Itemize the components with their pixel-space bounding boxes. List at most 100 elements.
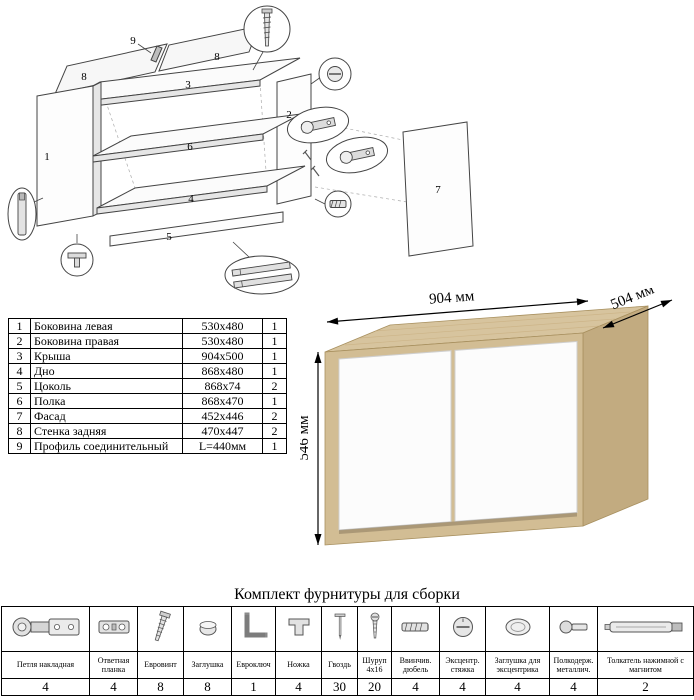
part-size: 868x480 [182, 363, 263, 379]
foot-callout-icon [60, 234, 94, 277]
part-qty: 2 [262, 378, 287, 394]
hinge-callout-icon [286, 106, 350, 144]
part-label-8a: 8 [81, 71, 87, 83]
shelf-panel [92, 113, 302, 157]
hardware-qty: 1 [231, 678, 276, 696]
part-size: 868x74 [182, 378, 263, 394]
parts-table: 1 Боковина левая 530x480 1 2 Боковина пр… [8, 318, 287, 454]
push-latch-icon [597, 606, 694, 652]
cabinet-render: 904 мм 504 мм 546 мм [296, 281, 694, 575]
hinge-icon [1, 606, 90, 652]
part-name: Фасад [30, 408, 183, 424]
table-row: 9 Профиль соединительный L=440мм 1 [8, 438, 287, 454]
part-label-5: 5 [166, 231, 172, 243]
dowel-callout-icon [314, 190, 352, 218]
cam-cap-icon [485, 606, 550, 652]
part-qty: 2 [262, 423, 287, 439]
strike-plate-icon [89, 606, 138, 652]
hardware-qty: 4 [485, 678, 550, 696]
cap-icon [183, 606, 232, 652]
confirmat-screw-icon [137, 606, 184, 652]
hardware-label: Полкодерж. металлич. [549, 651, 598, 679]
table-row: 8 Стенка задняя 470x447 2 [8, 423, 287, 439]
table-row: 3 Крыша 904x500 1 [8, 348, 287, 364]
door-panel [402, 121, 474, 257]
table-row: 6 Полка 868x470 1 [8, 393, 287, 409]
cabinet-drawing: 904 мм 504 мм 546 мм [296, 281, 673, 546]
part-number: 6 [8, 393, 31, 409]
part-size: 452x446 [182, 408, 263, 424]
hardware-label: Ввинчив. дюбель [391, 651, 440, 679]
part-name: Боковина правая [30, 333, 183, 349]
part-label-8b: 8 [214, 51, 220, 63]
cabinet-left-door [338, 350, 452, 531]
part-number: 3 [8, 348, 31, 364]
hardware-label: Евровинт [137, 651, 184, 679]
screw-dowel-icon [391, 606, 440, 652]
part-name: Полка [30, 393, 183, 409]
push-latch-callout-icon [7, 187, 44, 241]
table-row: 1 Боковина левая 530x480 1 [8, 318, 287, 334]
part-name: Дно [30, 363, 183, 379]
connecting-profile [150, 45, 163, 63]
part-qty: 1 [262, 363, 287, 379]
hardware-qty: 8 [183, 678, 232, 696]
hardware-qty: 20 [357, 678, 392, 696]
part-label-6: 6 [187, 141, 193, 153]
part-number: 9 [8, 438, 31, 454]
hardware-icons-row [1, 606, 694, 652]
confirmat-callout-icon [243, 5, 291, 71]
hardware-labels-row: Петля накладная Ответная планка Евровинт… [1, 651, 694, 679]
shelf-pin-icon [549, 606, 598, 652]
plinth-panel [109, 211, 284, 247]
height-dimension: 546 мм [296, 352, 322, 545]
part-size: 530x480 [182, 318, 263, 334]
cam-lock-callout-icon [310, 57, 352, 91]
profile-callout-icon [224, 241, 300, 295]
part-qty: 2 [262, 408, 287, 424]
part-name: Профиль соединительный [30, 438, 183, 454]
part-qty: 1 [262, 318, 287, 334]
hardware-label: Заглушка [183, 651, 232, 679]
part-label-2: 2 [286, 109, 292, 121]
hardware-qty-row: 4 4 8 8 1 4 30 20 4 4 4 4 2 [1, 678, 694, 696]
hardware-label: Ножка [275, 651, 322, 679]
cabinet-side-face [582, 305, 649, 527]
nail-icon [321, 606, 358, 652]
width-dimension: 904 мм [326, 288, 589, 325]
foot-icon [275, 606, 322, 652]
part-number: 5 [8, 378, 31, 394]
part-size: 470x447 [182, 423, 263, 439]
part-label-9: 9 [130, 35, 136, 47]
hardware-qty: 4 [89, 678, 138, 696]
hardware-title: Комплект фурнитуры для сборки [234, 586, 460, 603]
bottom-panel [96, 165, 306, 209]
hardware-qty: 4 [549, 678, 598, 696]
part-name: Цоколь [30, 378, 183, 394]
part-number: 1 [8, 318, 31, 334]
part-size: L=440мм [182, 438, 263, 454]
hardware-label: Эксцентр. стяжка [439, 651, 486, 679]
part-label-4: 4 [188, 193, 194, 205]
height-label: 546 мм [300, 415, 312, 461]
part-qty: 1 [262, 348, 287, 364]
cam-lock-icon [439, 606, 486, 652]
part-number: 8 [8, 423, 31, 439]
door-shadow [339, 512, 577, 534]
exploded-view-drawing: 9 8 8 3 1 2 6 4 5 7 [7, 5, 474, 295]
part-qty: 1 [262, 333, 287, 349]
part-label-7: 7 [435, 184, 441, 196]
cabinet-right-door [454, 340, 578, 522]
table-row: 2 Боковина правая 530x480 1 [8, 333, 287, 349]
hardware-label: Евроключ [231, 651, 276, 679]
screw-icon [357, 606, 392, 652]
table-row: 7 Фасад 452x446 2 [8, 408, 287, 424]
width-label: 904 мм [429, 288, 476, 307]
hardware-qty: 2 [597, 678, 694, 696]
part-label-3: 3 [185, 79, 191, 91]
hardware-label: Шуруп 4x16 [357, 651, 392, 679]
table-row: 5 Цоколь 868x74 2 [8, 378, 287, 394]
part-name: Крыша [30, 348, 183, 364]
part-size: 530x480 [182, 333, 263, 349]
hardware-qty: 8 [137, 678, 184, 696]
